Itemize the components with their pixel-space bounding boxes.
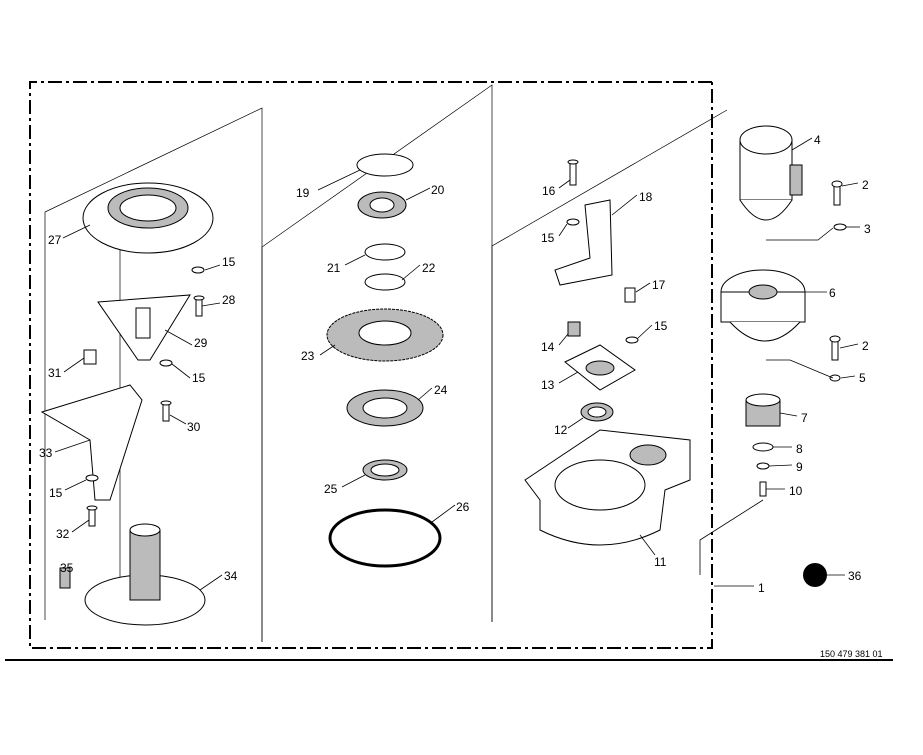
callout-14: 14: [541, 340, 555, 354]
callout-18: 18: [639, 190, 653, 204]
callout-3: 3: [864, 222, 871, 236]
callout-7: 7: [801, 411, 808, 425]
part-29-plate: [97, 294, 191, 361]
callout-31: 31: [48, 366, 62, 380]
callout-16: 16: [542, 184, 556, 198]
callout-6: 6: [829, 286, 836, 300]
callout-27: 27: [48, 233, 62, 247]
callout-33: 33: [39, 446, 53, 460]
callout-2: 2: [862, 178, 869, 192]
callout-20: 20: [431, 183, 445, 197]
callout-32: 32: [56, 527, 70, 541]
callout-8: 8: [796, 442, 803, 456]
callout-28: 28: [222, 293, 236, 307]
callout-11: 11: [654, 555, 667, 569]
callout-22: 22: [422, 261, 436, 275]
callout-4: 4: [814, 133, 821, 147]
small-bolts-left: [85, 266, 205, 527]
callout-15: 15: [654, 319, 668, 333]
part-35-key: [59, 567, 71, 589]
callout-35: 35: [60, 561, 74, 575]
callout-24: 24: [434, 383, 448, 397]
callouts: 27 15 28 29 31 15 30 33 15 32 35 34 19 2…: [39, 133, 871, 595]
part-34-hub: [84, 523, 206, 626]
callout-23: 23: [301, 349, 315, 363]
callout-15: 15: [49, 486, 63, 500]
housing-parts: [524, 159, 691, 546]
callout-15: 15: [222, 255, 236, 269]
callout-21: 21: [327, 261, 341, 275]
callout-12: 12: [554, 423, 568, 437]
motor-parts: [720, 125, 847, 497]
callout-10: 10: [789, 484, 803, 498]
callout-2: 2: [862, 339, 869, 353]
callout-29: 29: [194, 336, 208, 350]
callout-19: 19: [296, 186, 310, 200]
middle-parts: [326, 153, 444, 568]
callout-36: 36: [848, 569, 862, 583]
callout-15: 15: [541, 231, 555, 245]
drawing-reference-number: 150 479 381 01: [820, 649, 883, 659]
callout-34: 34: [224, 569, 238, 583]
part-27-flange: [82, 182, 214, 254]
part-31-bushing: [83, 349, 97, 365]
callout-17: 17: [652, 278, 666, 292]
part-33-bracket: [40, 384, 143, 501]
callout-26: 26: [456, 500, 470, 514]
callout-5: 5: [859, 371, 866, 385]
callout-1: 1: [758, 581, 765, 595]
callout-25: 25: [324, 482, 338, 496]
assembly-boundary: [29, 81, 713, 649]
leader-lines: [54, 137, 860, 591]
callout-9: 9: [796, 460, 803, 474]
callout-13: 13: [541, 378, 555, 392]
callout-15: 15: [192, 371, 206, 385]
part-36-grease-dot: [803, 563, 827, 587]
callout-30: 30: [187, 420, 201, 434]
